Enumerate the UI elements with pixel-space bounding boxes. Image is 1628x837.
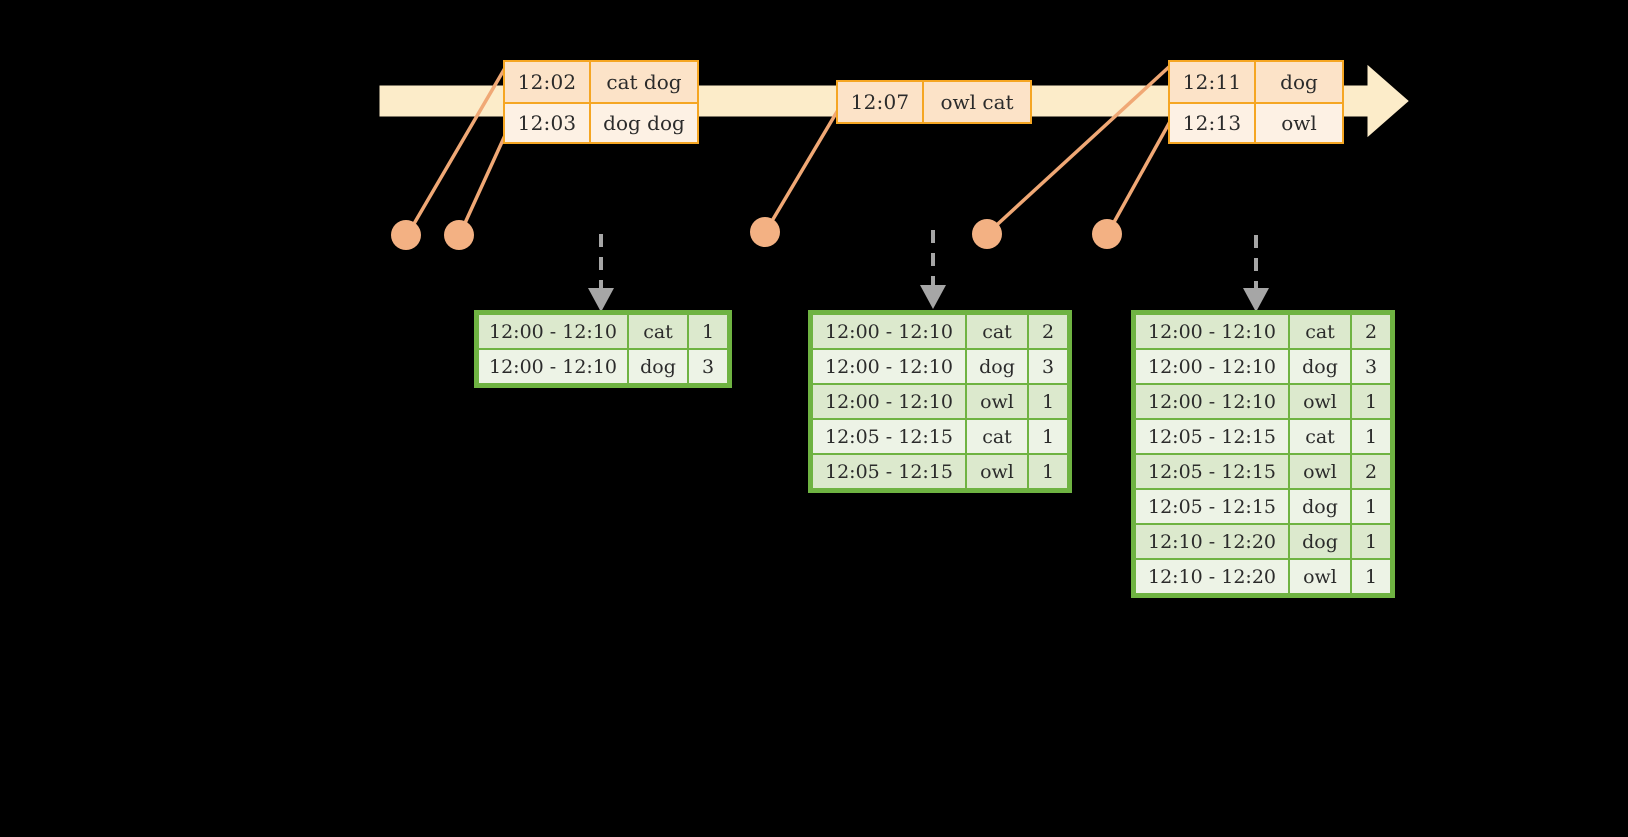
cell-word: owl (1290, 560, 1350, 593)
cell-word: dog (967, 350, 1027, 383)
result-table-2[interactable]: 12:00 - 12:10 cat 2 12:00 - 12:10 dog 3 … (808, 310, 1072, 493)
table-row: 12:10 - 12:20 dog 1 (1136, 525, 1390, 558)
event-dot (444, 220, 474, 250)
event-row: 12:07 owl cat (838, 82, 1030, 122)
event-time: 12:07 (838, 82, 924, 122)
table-row: 12:10 - 12:20 owl 1 (1136, 560, 1390, 593)
cell-word: dog (629, 350, 687, 383)
table-row: 12:00 - 12:10 cat 1 (479, 315, 727, 348)
cell-window: 12:05 - 12:15 (813, 420, 965, 453)
event-words: dog (1280, 70, 1318, 94)
cell-count: 2 (1352, 455, 1390, 488)
event-words: owl (1281, 111, 1317, 135)
cell-window: 12:10 - 12:20 (1136, 525, 1288, 558)
cell-word: dog (1290, 490, 1350, 523)
cell-count: 3 (1029, 350, 1067, 383)
cell-window: 12:00 - 12:10 (479, 350, 627, 383)
event-dot (1092, 219, 1122, 249)
arrowhead-icon (588, 288, 614, 312)
event-dots (391, 217, 1122, 250)
table-row: 12:00 - 12:10 dog 3 (813, 350, 1067, 383)
event-row: 12:11 dog (1170, 62, 1342, 102)
event-time: 12:02 (505, 62, 591, 102)
cell-window: 12:05 - 12:15 (1136, 455, 1288, 488)
table-row: 12:00 - 12:10 cat 2 (813, 315, 1067, 348)
cell-count: 1 (1029, 385, 1067, 418)
cell-count: 1 (689, 315, 727, 348)
table-row: 12:05 - 12:15 owl 1 (813, 455, 1067, 488)
event-time: 12:11 (1170, 62, 1256, 102)
event-box-group-1[interactable]: 12:02 cat dog 12:03 dog dog (503, 60, 699, 144)
event-box-group-3[interactable]: 12:11 dog 12:13 owl (1168, 60, 1344, 144)
table-row: 12:05 - 12:15 cat 1 (1136, 420, 1390, 453)
event-dot (750, 217, 780, 247)
cell-word: owl (1290, 385, 1350, 418)
cell-count: 1 (1029, 420, 1067, 453)
cell-count: 1 (1352, 420, 1390, 453)
cell-word: dog (1290, 525, 1350, 558)
cell-word: dog (1290, 350, 1350, 383)
cell-count: 1 (1352, 385, 1390, 418)
event-row: 12:03 dog dog (505, 102, 697, 142)
cell-window: 12:00 - 12:10 (813, 350, 965, 383)
cell-window: 12:05 - 12:15 (813, 455, 965, 488)
cell-count: 1 (1352, 560, 1390, 593)
cell-window: 12:00 - 12:10 (1136, 350, 1288, 383)
cell-word: cat (629, 315, 687, 348)
cell-word: cat (967, 420, 1027, 453)
cell-word: cat (1290, 315, 1350, 348)
result-table-3[interactable]: 12:00 - 12:10 cat 2 12:00 - 12:10 dog 3 … (1131, 310, 1395, 598)
cell-count: 1 (1352, 490, 1390, 523)
table-row: 12:00 - 12:10 dog 3 (479, 350, 727, 383)
cell-window: 12:05 - 12:15 (1136, 420, 1288, 453)
event-dot (391, 220, 421, 250)
cell-window: 12:00 - 12:10 (479, 315, 627, 348)
event-time: 12:13 (1170, 104, 1256, 142)
event-time: 12:03 (505, 104, 591, 142)
table-row: 12:05 - 12:15 cat 1 (813, 420, 1067, 453)
flow-arrows (599, 230, 1258, 288)
cell-window: 12:10 - 12:20 (1136, 560, 1288, 593)
cell-count: 1 (1029, 455, 1067, 488)
cell-window: 12:00 - 12:10 (813, 385, 965, 418)
cell-count: 2 (1029, 315, 1067, 348)
arrowhead-icon (1243, 288, 1269, 312)
result-table-1[interactable]: 12:00 - 12:10 cat 1 12:00 - 12:10 dog 3 (474, 310, 732, 388)
cell-window: 12:00 - 12:10 (1136, 385, 1288, 418)
flow-arrowheads (588, 285, 1269, 312)
cell-window: 12:00 - 12:10 (813, 315, 965, 348)
table-row: 12:00 - 12:10 dog 3 (1136, 350, 1390, 383)
table-row: 12:05 - 12:15 owl 2 (1136, 455, 1390, 488)
arrowhead-icon (920, 285, 946, 309)
event-box-group-2[interactable]: 12:07 owl cat (836, 80, 1032, 124)
event-row: 12:02 cat dog (505, 62, 697, 102)
event-words: dog dog (603, 111, 685, 135)
event-words: cat dog (606, 70, 682, 94)
table-row: 12:00 - 12:10 cat 2 (1136, 315, 1390, 348)
cell-count: 3 (1352, 350, 1390, 383)
event-dot (972, 219, 1002, 249)
table-row: 12:00 - 12:10 owl 1 (1136, 385, 1390, 418)
cell-count: 3 (689, 350, 727, 383)
cell-count: 2 (1352, 315, 1390, 348)
cell-count: 1 (1352, 525, 1390, 558)
cell-word: cat (967, 315, 1027, 348)
cell-word: owl (967, 385, 1027, 418)
cell-word: owl (1290, 455, 1350, 488)
cell-word: cat (1290, 420, 1350, 453)
table-row: 12:00 - 12:10 owl 1 (813, 385, 1067, 418)
event-row: 12:13 owl (1170, 102, 1342, 142)
event-words: owl cat (940, 90, 1014, 114)
cell-word: owl (967, 455, 1027, 488)
table-row: 12:05 - 12:15 dog 1 (1136, 490, 1390, 523)
cell-window: 12:05 - 12:15 (1136, 490, 1288, 523)
cell-window: 12:00 - 12:10 (1136, 315, 1288, 348)
